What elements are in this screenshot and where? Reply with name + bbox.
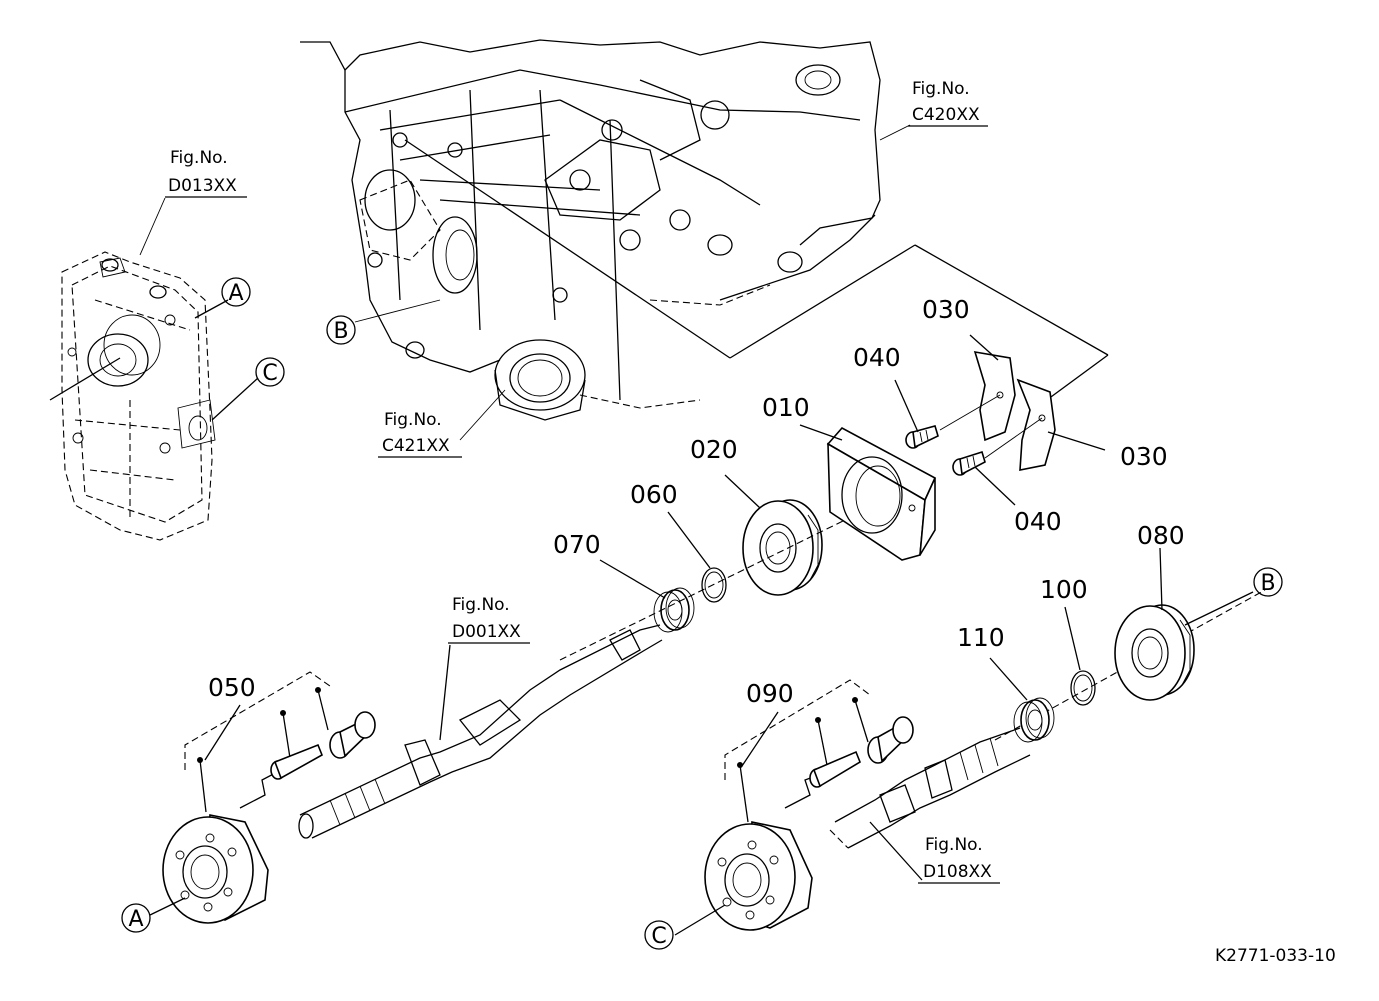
snap-ring-060 [701, 567, 727, 603]
fig-ref-d108-label: Fig.No. [925, 835, 983, 855]
part-label-080: 080 [1137, 521, 1185, 550]
bolt-axis-line-2 [984, 417, 1043, 459]
bolt-040-upper [905, 425, 939, 449]
figure-ref-d013: Fig.No. D013XX [165, 148, 247, 198]
callout-b-right-letter: B [1260, 571, 1275, 596]
fig-ref-d108-code: D108XX [923, 862, 992, 882]
part-label-110: 110 [957, 623, 1005, 652]
callout-b-right: B [1253, 567, 1283, 597]
pin-group-090 [724, 679, 914, 823]
callout-b-left: B [326, 315, 356, 345]
shaft-d001 [298, 519, 846, 839]
part-label-040-lower: 040 [1014, 507, 1062, 536]
plate-030-upper [973, 350, 1016, 442]
callout-c-top-letter: C [262, 361, 277, 386]
snap-ring-100 [1070, 670, 1096, 706]
drawing-id: K2771-033-10 [1215, 946, 1336, 966]
part-label-050: 050 [208, 673, 256, 702]
spring-110 [1013, 697, 1055, 743]
cylinder-block-a [149, 814, 269, 924]
housing-block-010 [826, 426, 937, 561]
part-leader-lines [194, 299, 1254, 881]
callout-a-bottom-letter: A [128, 907, 143, 932]
fig-ref-d001-code: D001XX [452, 622, 521, 642]
callout-c-bottom: C [644, 920, 674, 950]
callout-c-bottom-letter: C [651, 924, 666, 949]
part-label-020: 020 [690, 435, 738, 464]
figure-ref-c421: Fig.No. C421XX [378, 410, 462, 458]
callout-a-top-letter: A [228, 281, 243, 306]
part-label-100: 100 [1040, 575, 1088, 604]
fig-ref-d013-code: D013XX [168, 176, 237, 196]
part-label-040-upper: 040 [853, 343, 901, 372]
bolt-axis-line [939, 394, 1001, 431]
fig-ref-c420-code: C420XX [912, 105, 980, 125]
fig-ref-d001-label: Fig.No. [452, 595, 510, 615]
figure-ref-d108: Fig.No. D108XX [918, 835, 1000, 884]
pump-housing-drawing [49, 197, 216, 541]
part-label-060: 060 [630, 480, 678, 509]
callout-b-left-letter: B [333, 319, 348, 344]
part-label-030-upper: 030 [922, 295, 970, 324]
pin-group-050 [184, 671, 376, 813]
shaft-d108 [829, 589, 1266, 849]
fig-ref-d013-label: Fig.No. [170, 148, 228, 168]
figure-ref-d001: Fig.No. D001XX [448, 595, 530, 644]
fig-ref-c421-label: Fig.No. [384, 410, 442, 430]
cylinder-block-c [674, 821, 813, 936]
callout-c-top: C [255, 357, 285, 387]
plate-030-lower [1016, 378, 1056, 471]
part-label-030-lower: 030 [1120, 442, 1168, 471]
bearing-020 [742, 499, 823, 596]
part-label-070: 070 [553, 530, 601, 559]
part-label-090: 090 [746, 679, 794, 708]
figure-ref-c420: Fig.No. C420XX [908, 79, 988, 127]
bearing-080 [1114, 604, 1195, 701]
part-label-010: 010 [762, 393, 810, 422]
fig-ref-c421-code: C421XX [382, 436, 450, 456]
callout-a-top: A [221, 277, 251, 307]
bolt-040-lower [952, 450, 986, 476]
callout-a-bottom: A [121, 903, 151, 933]
fig-ref-c420-label: Fig.No. [912, 79, 970, 99]
transmission-case-drawing [300, 39, 916, 441]
